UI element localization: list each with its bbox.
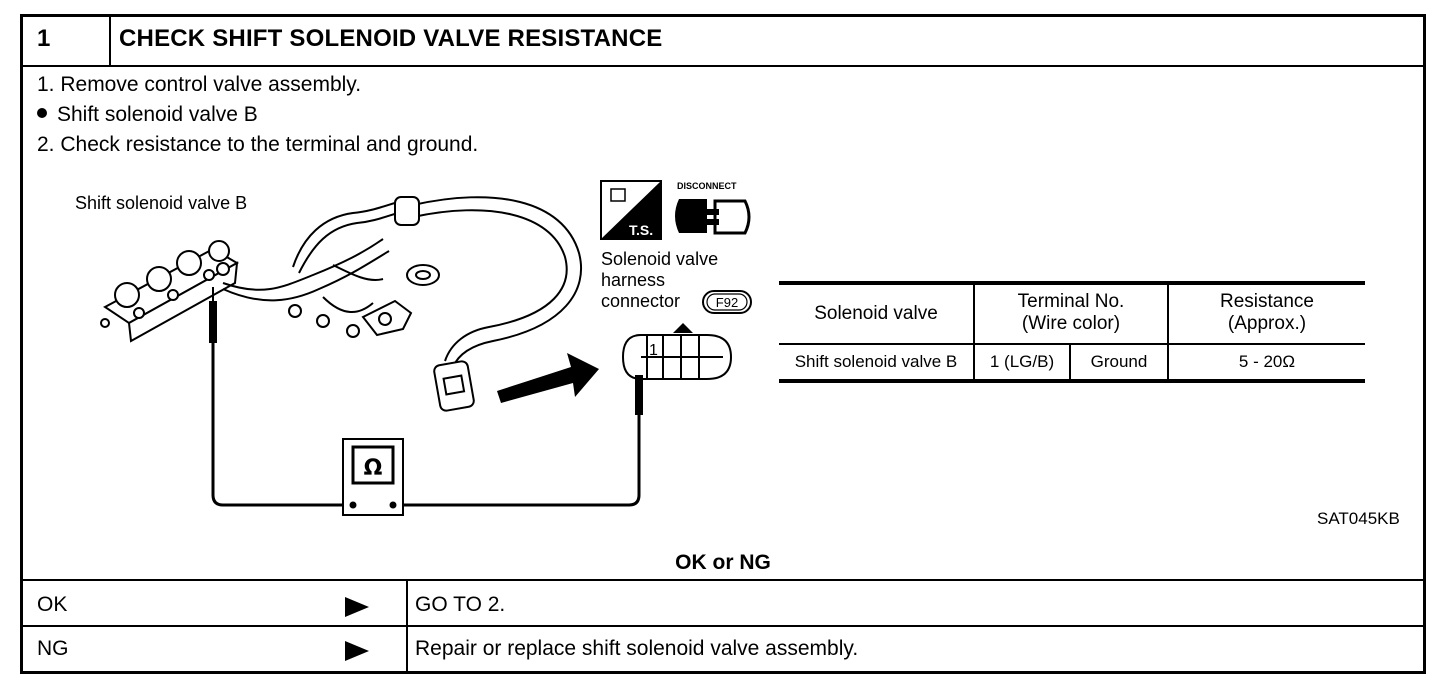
- figure-id: SAT045KB: [1317, 509, 1400, 528]
- instruction-bullet: Shift solenoid valve B: [37, 103, 258, 127]
- result-row-rule: [23, 625, 1423, 627]
- result-row-rule: [23, 579, 1423, 581]
- connector-label-line3: connector: [601, 291, 680, 311]
- header-divider: [109, 17, 111, 65]
- wiring-diagram: Shift solenoid valve B: [75, 180, 752, 516]
- connector-code: F92: [716, 295, 738, 310]
- ng-arrow-icon: [345, 641, 369, 661]
- step-title: CHECK SHIFT SOLENOID VALVE RESISTANCE: [119, 25, 663, 52]
- header-solenoid-valve: Solenoid valve: [814, 303, 938, 324]
- instruction-step-2: 2. Check resistance to the terminal and …: [37, 133, 479, 156]
- header-approx: (Approx.): [1227, 313, 1307, 334]
- connector-code-badge: F92: [702, 290, 752, 314]
- terminal-pin-label: 1: [649, 342, 658, 359]
- header-terminal-no: Terminal No.: [1017, 291, 1125, 312]
- table-top-rule: [779, 281, 1365, 285]
- decision-prompt: OK or NG: [675, 551, 771, 574]
- ok-action: GO TO 2.: [415, 593, 506, 616]
- wire-clips: [288, 196, 440, 338]
- ok-label: OK: [37, 593, 68, 616]
- procedure-frame: 1 CHECK SHIFT SOLENOID VALVE RESISTANCE …: [20, 14, 1426, 674]
- harness-connector: [433, 360, 475, 412]
- meter-probes: [209, 287, 643, 507]
- table-header-rule: [779, 343, 1365, 345]
- solenoid-valve-assembly: [100, 240, 240, 343]
- cell-ground: Ground: [1090, 352, 1148, 371]
- ts-icon: T.S.: [600, 180, 662, 240]
- direction-arrow-icon: [497, 353, 599, 403]
- step-number: 1: [37, 25, 51, 52]
- ts-label: T.S.: [629, 222, 653, 238]
- component-label: Shift solenoid valve B: [75, 193, 247, 213]
- cell-valve: Shift solenoid valve B: [794, 352, 958, 371]
- ohmmeter: Ω: [342, 438, 404, 516]
- ng-action: Repair or replace shift solenoid valve a…: [415, 637, 859, 660]
- connector-label-line1: Solenoid valve: [601, 249, 718, 269]
- table-divider: [1069, 345, 1071, 379]
- header-resistance: Resistance: [1220, 291, 1314, 312]
- instruction-step-1: 1. Remove control valve assembly.: [37, 73, 362, 96]
- instruction-bullet-text: Shift solenoid valve B: [57, 103, 258, 126]
- disconnect-label: DISCONNECT: [677, 181, 737, 191]
- table-divider: [1167, 285, 1169, 379]
- cell-resistance: 5 - 20Ω: [1238, 352, 1296, 371]
- table-divider: [973, 285, 975, 379]
- ok-arrow-icon: [345, 597, 369, 617]
- connector-label-line2: harness: [601, 270, 665, 290]
- header-wire-color: (Wire color): [1021, 313, 1121, 334]
- table-bottom-rule: [779, 379, 1365, 383]
- bullet-icon: [37, 108, 47, 118]
- harness-wires: [222, 196, 583, 368]
- step-header: 1 CHECK SHIFT SOLENOID VALVE RESISTANCE: [23, 17, 1423, 67]
- ohm-icon: Ω: [364, 456, 383, 481]
- connector-face: 1: [621, 323, 733, 380]
- result-divider: [406, 579, 408, 671]
- disconnect-icon: [675, 199, 751, 235]
- ng-label: NG: [37, 637, 69, 660]
- cell-terminal: 1 (LG/B): [989, 352, 1055, 371]
